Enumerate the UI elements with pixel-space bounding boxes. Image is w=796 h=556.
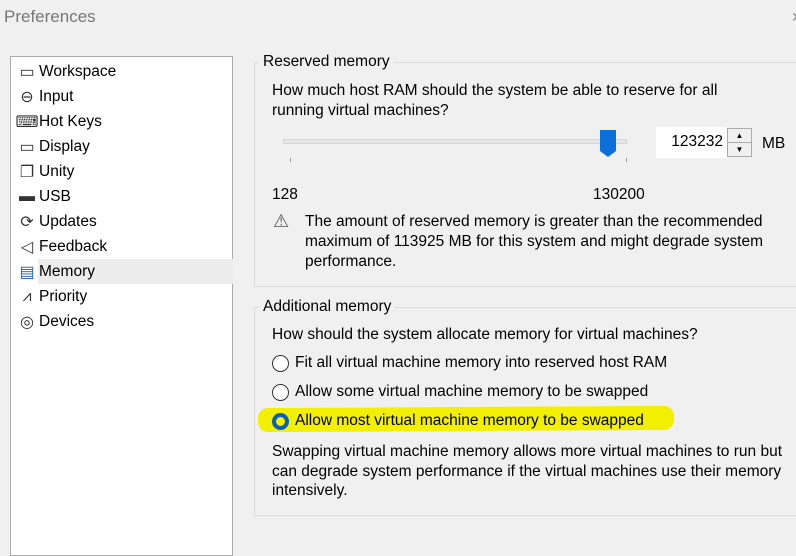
warning-icon: ⚠: [273, 211, 290, 231]
sidebar-item-label: Workspace: [39, 63, 117, 80]
radio-allow-some[interactable]: Allow some virtual machine memory to be …: [272, 383, 648, 401]
monitor-icon: ▭: [19, 138, 35, 156]
slider-tick: [290, 158, 291, 162]
category-list[interactable]: ▭Workspace ⊖Input ⌨Hot Keys ▭Display ❐Un…: [10, 56, 233, 556]
unit-label: MB: [762, 135, 786, 152]
workspace-icon: ▭: [19, 63, 35, 81]
megaphone-icon: ◁: [20, 238, 34, 256]
sidebar-item-label: Memory: [38, 259, 233, 284]
sidebar-item-usb[interactable]: ▬USB: [12, 184, 233, 209]
slider-max-label: 130200: [593, 186, 645, 203]
memory-spinner[interactable]: ▲ ▼: [727, 128, 752, 157]
slider-track[interactable]: [283, 139, 627, 144]
mouse-icon: ⊖: [20, 88, 34, 106]
sidebar-item-label: Devices: [39, 313, 95, 330]
sidebar-item-devices[interactable]: ◎ Devices: [12, 309, 233, 334]
sidebar-item-updates[interactable]: ⟳ Updates: [12, 209, 233, 234]
sidebar-item-label: Hot Keys: [39, 113, 102, 130]
memory-input[interactable]: 123232: [656, 127, 727, 158]
radio-label: Allow some virtual machine memory to be …: [295, 383, 649, 400]
sidebar-item-label: USB: [39, 188, 71, 205]
sidebar-item-label: Feedback: [39, 238, 108, 255]
radio-allow-most[interactable]: Allow most virtual machine memory to be …: [272, 412, 644, 430]
pulse-icon: ⩘: [22, 287, 32, 305]
sidebar-item-label: Priority: [39, 288, 88, 305]
memory-icon: ▤: [19, 263, 35, 281]
sidebar-item-priority[interactable]: ⩘ Priority: [12, 284, 233, 309]
sidebar-item-label: Updates: [39, 213, 97, 230]
warning-text: The amount of reserved memory is greater…: [305, 213, 764, 270]
unity-icon: ❐: [19, 163, 35, 181]
sidebar-item-memory[interactable]: ▤Memory: [12, 259, 233, 284]
swap-note: Swapping virtual machine memory allows m…: [272, 443, 782, 499]
group-title: Reserved memory: [259, 53, 394, 71]
close-icon[interactable]: ›: [792, 6, 796, 27]
sidebar-item-unity[interactable]: ❐Unity: [12, 159, 233, 184]
radio-fit-all[interactable]: Fit all virtual machine memory into rese…: [272, 354, 667, 372]
refresh-icon: ⟳: [20, 213, 34, 231]
group-title: Additional memory: [259, 298, 396, 316]
sidebar-item-display[interactable]: ▭Display: [12, 134, 233, 159]
sidebar-item-label: Unity: [39, 163, 75, 180]
reserved-memory-group: Reserved memory: [254, 53, 796, 287]
sidebar-item-label: Input: [39, 88, 74, 105]
disc-icon: ◎: [20, 313, 34, 331]
radio-button-selected[interactable]: [272, 412, 289, 430]
usb-icon: ▬: [19, 187, 35, 205]
additional-question: How should the system allocate memory fo…: [272, 326, 698, 343]
radio-label: Allow most virtual machine memory to be …: [295, 412, 644, 429]
radio-button[interactable]: [272, 383, 289, 401]
additional-memory-group: Additional memory: [254, 298, 796, 516]
sidebar-item-feedback[interactable]: ◁ Feedback: [12, 234, 233, 259]
reserved-question: How much host RAM should the system be a…: [272, 82, 718, 119]
sidebar-item-input[interactable]: ⊖ Input: [12, 84, 233, 109]
slider-tick: [626, 158, 627, 162]
slider-min-label: 128: [272, 186, 298, 203]
sidebar-item-label: Display: [39, 138, 90, 155]
spin-up-icon[interactable]: ▲: [728, 129, 751, 143]
radio-button[interactable]: [272, 354, 289, 372]
sidebar-item-hot-keys[interactable]: ⌨Hot Keys: [12, 109, 233, 134]
window-title: Preferences: [4, 7, 96, 26]
keyboard-icon: ⌨: [15, 113, 39, 131]
slider-thumb[interactable]: [600, 130, 617, 157]
radio-label: Fit all virtual machine memory into rese…: [295, 354, 668, 371]
spin-down-icon[interactable]: ▼: [735, 145, 744, 154]
sidebar-item-workspace[interactable]: ▭Workspace: [12, 59, 233, 84]
